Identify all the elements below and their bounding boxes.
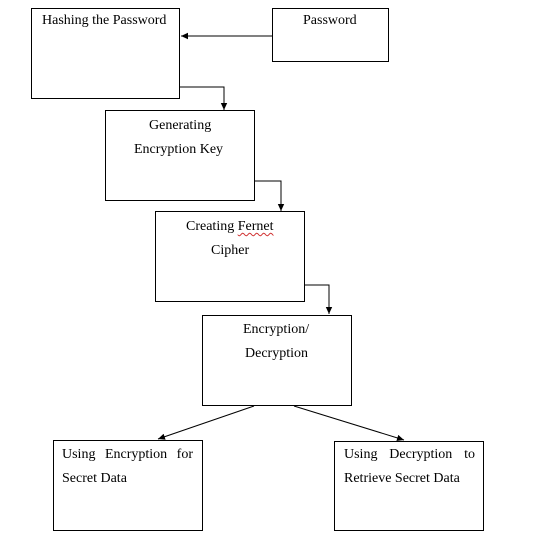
use-decryption-word-3: to bbox=[464, 447, 475, 462]
password-box bbox=[272, 8, 389, 62]
generating-key-box bbox=[105, 110, 255, 201]
encryption-decryption-label-line2: Decryption bbox=[245, 346, 308, 361]
encryption-decryption-box bbox=[202, 315, 352, 406]
fernet-cipher-label-line1: Creating Fernet bbox=[186, 215, 273, 239]
use-encryption-word-2: Encryption bbox=[104, 447, 168, 462]
fernet-cipher-label-line2: Cipher bbox=[211, 243, 250, 258]
use-encryption-label-line2: Secret Data bbox=[62, 471, 127, 486]
use-decryption-label-line1: Using Decryption to bbox=[344, 443, 475, 467]
encryption-decryption-label-line1: Encryption/ bbox=[243, 322, 310, 337]
fernet-cipher-label-word2: Fernet bbox=[237, 219, 274, 234]
generating-key-label-line2: Encryption Key bbox=[134, 142, 224, 157]
fernet-cipher-label-word1: Creating bbox=[186, 219, 235, 234]
hashing-password-label: Hashing the Password bbox=[42, 13, 167, 28]
hashing-password-box bbox=[31, 8, 180, 99]
use-decryption-word-2: Decryption bbox=[389, 447, 453, 462]
use-decryption-box bbox=[334, 441, 484, 531]
edge-hashing-to-key bbox=[179, 86, 228, 110]
edge-fernet-to-encdec bbox=[304, 284, 333, 314]
use-encryption-box bbox=[53, 440, 203, 531]
fernet-cipher-box bbox=[155, 211, 305, 302]
edge-encdec-to-use-dec bbox=[293, 405, 405, 441]
use-decryption-word-1: Using bbox=[344, 447, 378, 462]
use-encryption-label-line1: Using Encryption for bbox=[62, 443, 193, 467]
use-encryption-word-3: for bbox=[176, 447, 193, 462]
generating-key-label-line1: Generating bbox=[149, 118, 212, 133]
edge-key-to-fernet bbox=[254, 180, 285, 211]
use-encryption-word-1: Using bbox=[62, 447, 96, 462]
use-decryption-label-line2: Retrieve Secret Data bbox=[344, 471, 460, 486]
password-label: Password bbox=[303, 13, 357, 28]
edge-encdec-to-use-enc bbox=[157, 405, 255, 440]
